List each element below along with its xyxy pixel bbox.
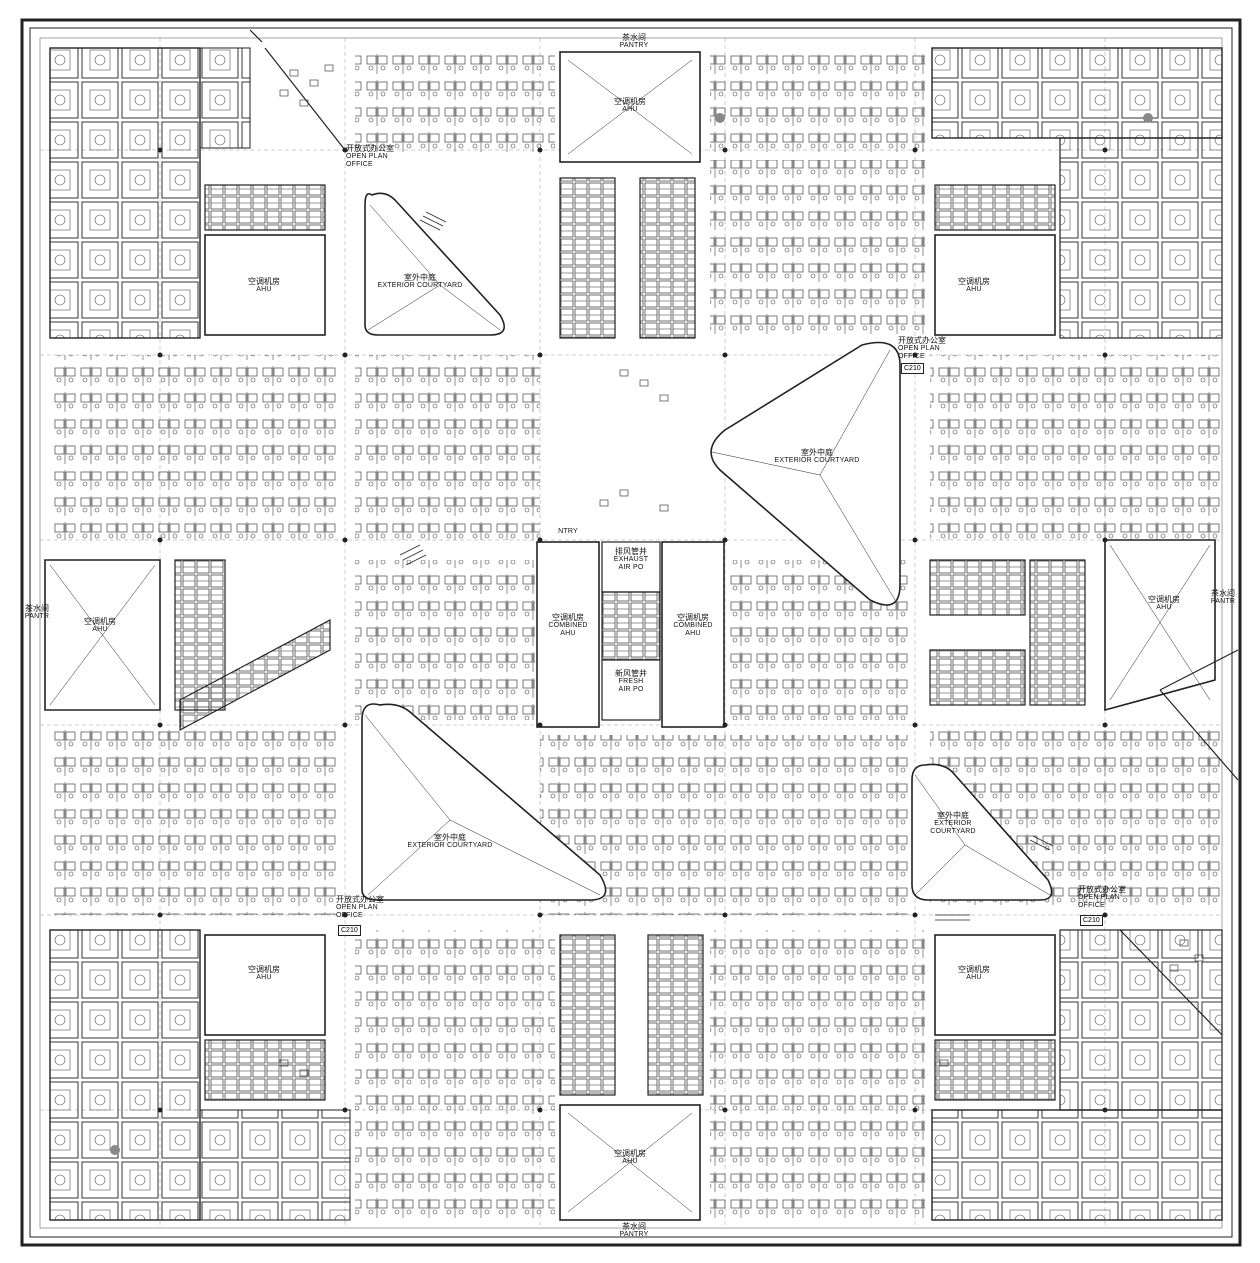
- label-exhaust: 排风管井 EXHAUST AIR PO: [604, 547, 658, 571]
- exhaust-en-line1: EXHAUST: [613, 556, 649, 564]
- courtyard-zh: 室外中庭: [404, 273, 436, 282]
- office-code-tag: C210: [901, 363, 924, 374]
- courtyard-en: EXTERIOR COURTYARD: [407, 842, 493, 850]
- courtyard-en: EXTERIOR COURTYARD: [774, 457, 860, 465]
- structural-columns: [110, 113, 1153, 1155]
- ahu-zh: 空调机房: [248, 277, 280, 286]
- office-en-line2: OFFICE: [898, 352, 925, 360]
- exhaust-zh: 排风管井: [615, 547, 647, 556]
- office-zh: 开放式办公室: [346, 144, 394, 153]
- ahu-zh: 空调机房: [677, 613, 709, 622]
- fresh-zh: 新风管井: [615, 669, 647, 678]
- office-code-tag: C210: [338, 925, 361, 936]
- pantry-short: PANTR: [24, 613, 50, 621]
- pantry-zh: 茶水间: [25, 604, 49, 613]
- office-code-tag: C210: [1080, 915, 1103, 926]
- office-en-line2: OFFICE: [346, 160, 373, 168]
- ahu-en: AHU: [256, 286, 272, 294]
- label-courtyard-right: 室外中庭 EXTERIOR COURTYARD: [752, 448, 882, 465]
- pantry-zh: 茶水间: [622, 1222, 646, 1231]
- combined-en: COMBINED: [548, 622, 588, 630]
- fresh-en-line1: FRESH: [618, 678, 644, 686]
- courtyard-en-line2: COURTYARD: [930, 827, 976, 835]
- label-office-bottomright: 开放式办公室 OPEN PLAN OFFICE: [1078, 885, 1138, 909]
- ahu-zh: 空调机房: [958, 277, 990, 286]
- pantry-en: PANTRY: [619, 42, 649, 50]
- courtyard-zh: 室外中庭: [434, 833, 466, 842]
- exterior-courtyards: [361, 192, 1053, 901]
- label-ahu-west: 空调机房 AHU: [68, 617, 132, 634]
- label-pantry-center: NTRY: [548, 528, 588, 535]
- courtyard-zh: 室外中庭: [937, 811, 969, 820]
- label-ahu-topright: 空调机房 AHU: [942, 277, 1006, 294]
- ahu-en: AHU: [966, 974, 982, 982]
- label-combined-ahu-right: 空调机房 COMBINED AHU: [665, 613, 721, 637]
- ahu-en: AHU: [256, 974, 272, 982]
- building-outline: [20, 18, 1242, 1247]
- label-office-topright: 开放式办公室 OPEN PLAN OFFICE: [898, 336, 958, 360]
- courtyard-zh: 室外中庭: [801, 448, 833, 457]
- label-combined-ahu-left: 空调机房 COMBINED AHU: [540, 613, 596, 637]
- meeting-room-blocks: [49, 47, 1223, 1221]
- ahu-zh: 空调机房: [614, 97, 646, 106]
- office-en-line2: OFFICE: [1078, 901, 1105, 909]
- pantry-center-en: NTRY: [558, 528, 578, 535]
- label-office-bottomleft: 开放式办公室 OPEN PLAN OFFICE: [336, 895, 396, 919]
- ahu-en: AHU: [622, 1158, 638, 1166]
- ahu-zh: 空调机房: [614, 1149, 646, 1158]
- pantry-zh: 茶水间: [622, 33, 646, 42]
- office-en-line1: OPEN PLAN: [346, 153, 388, 161]
- pantry-zh: 茶水间: [1211, 589, 1235, 598]
- label-ahu-top: 空调机房 AHU: [598, 97, 662, 114]
- office-en-line1: OPEN PLAN: [336, 904, 378, 912]
- label-ahu-east: 空调机房 AHU: [1132, 595, 1196, 612]
- workstation-areas: [50, 48, 1222, 1220]
- ahu-en: AHU: [1156, 604, 1172, 612]
- label-ahu-bottom: 空调机房 AHU: [598, 1149, 662, 1166]
- label-courtyard-topleft: 室外中庭 EXTERIOR COURTYARD: [355, 273, 485, 290]
- pantry-en: PANTRY: [619, 1231, 649, 1239]
- office-en-line1: OPEN PLAN: [1078, 894, 1120, 902]
- ahu-rooms: [44, 51, 1216, 1221]
- courtyard-en: EXTERIOR COURTYARD: [377, 282, 463, 290]
- ahu-zh: 空调机房: [248, 965, 280, 974]
- label-courtyard-bottomright: 室外中庭 EXTERIOR COURTYARD: [918, 811, 988, 835]
- fresh-en-line2: AIR PO: [618, 685, 644, 693]
- office-en-line2: OFFICE: [336, 911, 363, 919]
- label-pantry-east: 茶水间 PANTR: [1208, 589, 1238, 606]
- label-courtyard-bottomleft: 室外中庭 EXTERIOR COURTYARD: [385, 833, 515, 850]
- courtyard-en-line1: EXTERIOR: [934, 820, 972, 828]
- label-pantry-top: 茶水间 PANTRY: [612, 33, 656, 50]
- ahu-zh: 空调机房: [958, 965, 990, 974]
- pantry-short: PANTR: [1210, 598, 1236, 606]
- combined-en: COMBINED: [673, 622, 713, 630]
- ahu-zh: 空调机房: [84, 617, 116, 626]
- ahu-en: AHU: [560, 629, 576, 637]
- label-ahu-bottomleft: 空调机房 AHU: [232, 965, 296, 982]
- label-fresh-air: 新风管井 FRESH AIR PO: [604, 669, 658, 693]
- ahu-en: AHU: [966, 286, 982, 294]
- label-pantry-bottom: 茶水间 PANTRY: [612, 1222, 656, 1239]
- ahu-en: AHU: [622, 106, 638, 114]
- label-ahu-bottomright: 空调机房 AHU: [942, 965, 1006, 982]
- label-pantry-west: 茶水间 PANTR: [22, 604, 52, 621]
- ahu-zh: 空调机房: [1148, 595, 1180, 604]
- ahu-en: AHU: [685, 629, 701, 637]
- office-en-line1: OPEN PLAN: [898, 345, 940, 353]
- office-zh: 开放式办公室: [1078, 885, 1126, 894]
- exhaust-en-line2: AIR PO: [618, 563, 644, 571]
- stairs: [399, 211, 1054, 921]
- label-office-topleft: 开放式办公室 OPEN PLAN OFFICE: [346, 144, 406, 168]
- office-zh: 开放式办公室: [898, 336, 946, 345]
- office-zh: 开放式办公室: [336, 895, 384, 904]
- ahu-en: AHU: [92, 626, 108, 634]
- label-ahu-topleft: 空调机房 AHU: [232, 277, 296, 294]
- central-core: [174, 177, 1086, 1101]
- diagonal-walls: [249, 29, 1239, 1036]
- ahu-zh: 空调机房: [552, 613, 584, 622]
- lounge-furniture: [279, 64, 1204, 1077]
